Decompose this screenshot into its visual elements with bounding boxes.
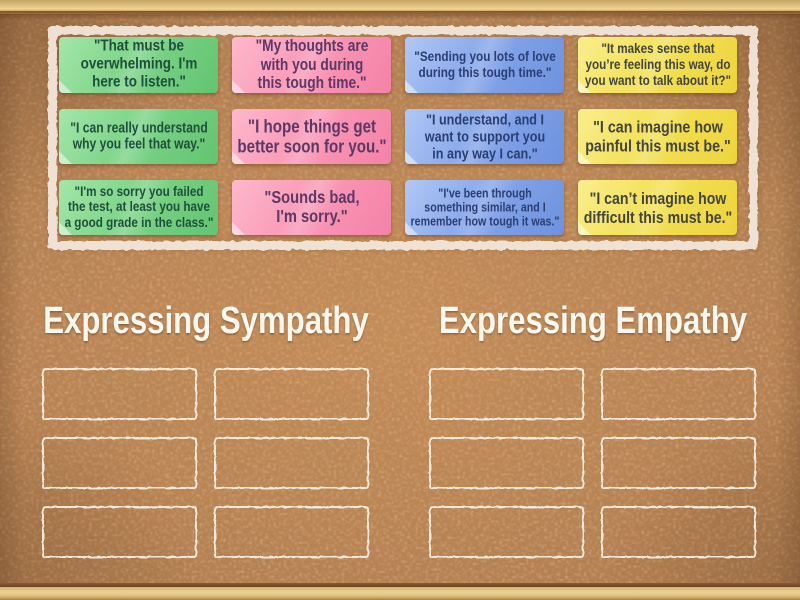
note-card-1[interactable]: "That must be overwhelming. I'm here to … [59,37,218,93]
drop-slot-empathy-5[interactable] [429,506,584,558]
note-text: "It makes sense that you’re feeling this… [584,40,731,88]
note-text: "I'm so sorry you failed the test, at le… [64,182,213,231]
note-text: "I've been through something similar, an… [410,185,559,229]
drop-slot-sympathy-6[interactable] [214,506,369,558]
drop-slot-sympathy-4[interactable] [214,437,369,489]
note-card-7[interactable]: "I understand, and I want to support you… [405,109,564,164]
note-card-8[interactable]: "I can imagine how painful this must be.… [578,109,737,164]
note-text: "I can’t imagine how difficult this must… [583,188,732,227]
group-empathy: Expressing Empathy [429,296,756,576]
board-frame-top-edge [0,11,800,14]
board-ledge [0,587,800,600]
note-card-9[interactable]: "I'm so sorry you failed the test, at le… [59,180,218,235]
note-fold-corner [405,80,418,93]
note-fold-corner [59,80,72,93]
board-frame-shadow [0,13,800,20]
note-text: "Sending you lots of love during this to… [413,48,556,80]
board-ledge-shadow [0,583,800,587]
group-slots-empathy [429,368,756,558]
note-card-6[interactable]: "I hope things get better soon for you." [232,109,391,164]
notes-grid: "That must be overwhelming. I'm here to … [59,37,737,235]
note-text: "I can really understand why you feel th… [69,120,208,153]
board-frame-top [0,0,800,11]
note-card-5[interactable]: "I can really understand why you feel th… [59,109,218,164]
drop-slot-empathy-1[interactable] [429,368,584,420]
drop-slot-sympathy-1[interactable] [42,368,197,420]
drop-slot-empathy-6[interactable] [601,506,756,558]
note-text: "My thoughts are with you during this to… [255,36,368,93]
note-text: "Sounds bad, I'm sorry." [263,186,360,227]
note-fold-corner [232,80,245,93]
note-card-11[interactable]: "I've been through something similar, an… [405,180,564,235]
note-text: "I can imagine how painful this must be.… [584,117,731,156]
note-text: "I hope things get better soon for you." [236,115,387,157]
group-slots-sympathy [42,368,369,558]
note-fold-corner [59,151,72,164]
note-fold-corner [232,222,245,235]
drop-slot-sympathy-3[interactable] [42,437,197,489]
drop-slot-empathy-4[interactable] [601,437,756,489]
note-card-2[interactable]: "My thoughts are with you during this to… [232,37,391,93]
drop-slot-empathy-2[interactable] [601,368,756,420]
note-card-4[interactable]: "It makes sense that you’re feeling this… [578,37,737,93]
group-sympathy: Expressing Sympathy [42,296,369,576]
group-title-sympathy: Expressing Sympathy [42,300,369,342]
note-fold-corner [405,151,418,164]
note-text: "I understand, and I want to support you… [424,110,545,163]
note-card-12[interactable]: "I can’t imagine how difficult this must… [578,180,737,235]
group-title-empathy: Expressing Empathy [438,300,747,342]
drop-slot-sympathy-2[interactable] [214,368,369,420]
note-text: "That must be overwhelming. I'm here to … [80,37,197,92]
note-card-3[interactable]: "Sending you lots of love during this to… [405,37,564,93]
note-card-10[interactable]: "Sounds bad, I'm sorry." [232,180,391,235]
drop-slot-sympathy-5[interactable] [42,506,197,558]
drop-slot-empathy-3[interactable] [429,437,584,489]
